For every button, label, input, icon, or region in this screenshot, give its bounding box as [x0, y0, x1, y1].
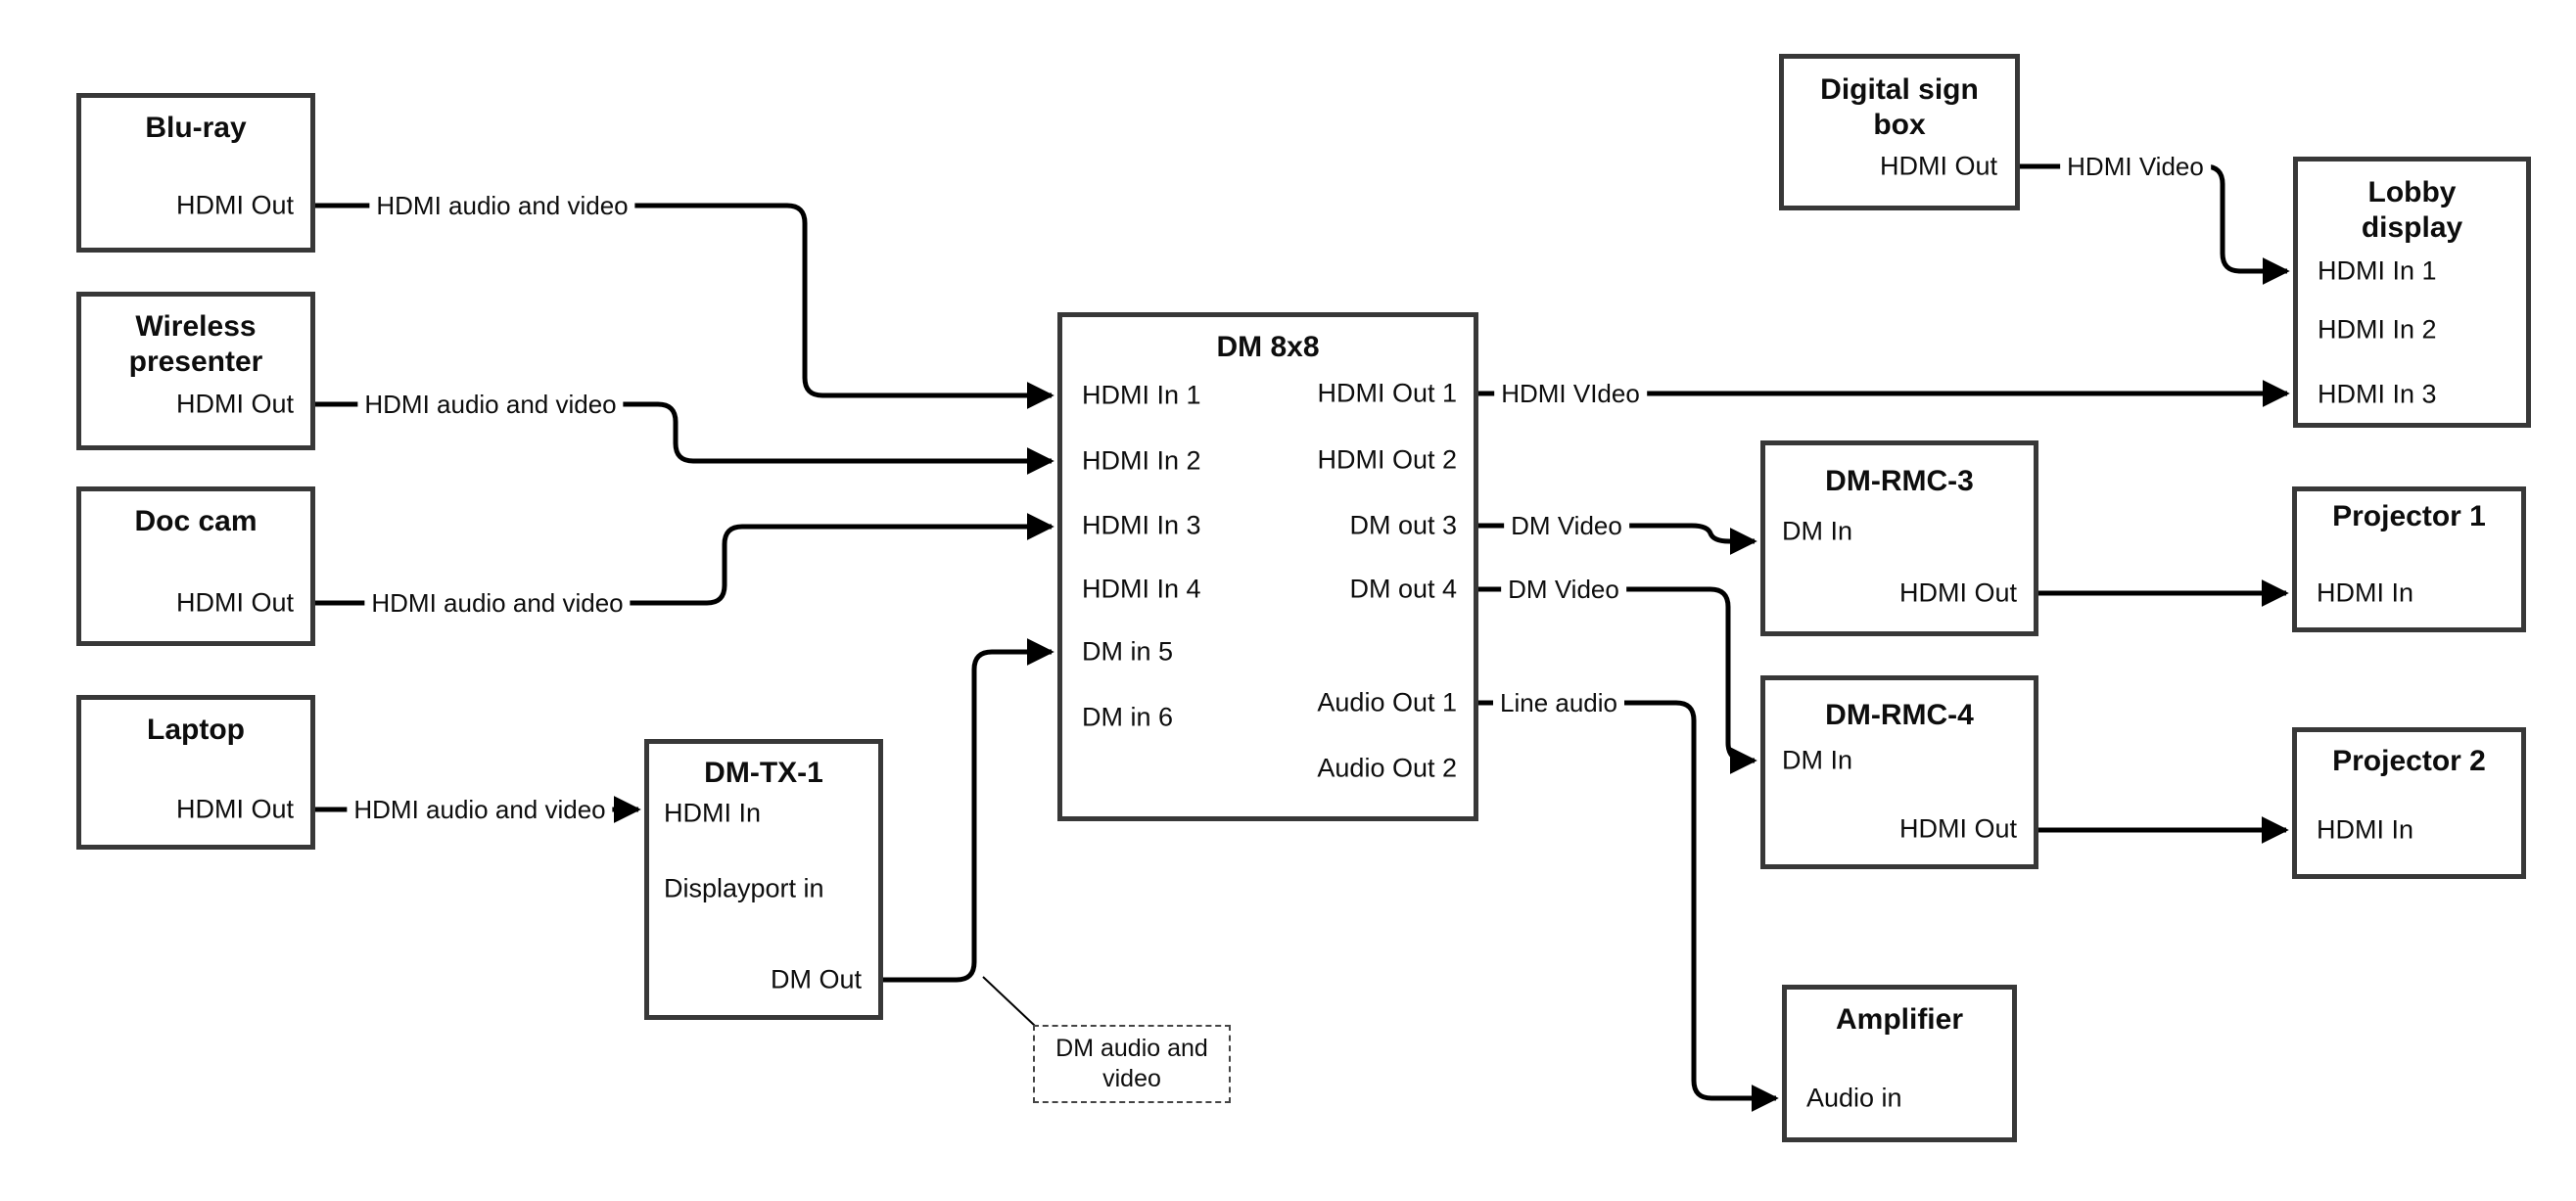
edge-label-bluray: HDMI audio and video: [369, 190, 635, 221]
node-title: DM-TX-1: [704, 757, 823, 789]
port-lobby-hdmi-in-2: HDMI In 2: [2318, 314, 2437, 345]
port-dmtx1-dm-out: DM Out: [770, 964, 862, 994]
node-projector-1: Projector 1 HDMI In: [2292, 486, 2526, 632]
port-dm8x8-hdmi-in-3: HDMI In 3: [1082, 510, 1201, 540]
callout-leader-line: [982, 976, 1036, 1027]
edge-label-wireless: HDMI audio and video: [357, 389, 624, 420]
node-dm-8x8: DM 8x8 HDMI In 1 HDMI In 2 HDMI In 3 HDM…: [1057, 312, 1478, 821]
node-amplifier: Amplifier Audio in: [1782, 985, 2017, 1142]
port-dm8x8-hdmi-out-1: HDMI Out 1: [1317, 378, 1457, 408]
node-dm-rmc-4: DM-RMC-4 DM In HDMI Out: [1760, 675, 2038, 869]
edge-label-digitalsign: HDMI Video: [2060, 151, 2211, 182]
edge-label-audio-out1: Line audio: [1493, 687, 1624, 718]
edge-doccam-to-dm8x8-in3: [315, 513, 1054, 606]
port-dm8x8-audio-out-2: Audio Out 2: [1317, 753, 1457, 783]
port-dm8x8-dm-in-5: DM in 5: [1082, 636, 1174, 667]
callout-text: DM audio and video: [1055, 1035, 1208, 1092]
port-projector1-hdmi-in: HDMI In: [2317, 577, 2414, 608]
node-title: Laptop: [147, 714, 245, 746]
port-wireless-hdmi-out: HDMI Out: [175, 389, 294, 419]
node-title: Projector 2: [2332, 745, 2486, 777]
node-lobby-display: Lobby display HDMI In 1 HDMI In 2 HDMI I…: [2293, 157, 2531, 428]
edge-label-laptop: HDMI audio and video: [347, 794, 613, 825]
port-dmtx1-displayport-in: Displayport in: [664, 873, 824, 903]
port-digitalsign-hdmi-out: HDMI Out: [1879, 151, 1997, 181]
port-dmrmc3-hdmi-out: HDMI Out: [1898, 577, 2017, 608]
edge-label-dm-out4: DM Video: [1501, 574, 1626, 605]
port-dmrmc4-hdmi-out: HDMI Out: [1898, 813, 2017, 844]
edge-wireless-to-dm8x8-in2: [315, 401, 1054, 475]
port-laptop-hdmi-out: HDMI Out: [175, 794, 294, 824]
port-dmrmc4-dm-in: DM In: [1782, 745, 1853, 775]
edge-dm8x8-out4-to-dmrmc4: [1478, 586, 1757, 774]
port-dm8x8-hdmi-in-1: HDMI In 1: [1082, 380, 1201, 410]
port-projector2-hdmi-in: HDMI In: [2317, 814, 2414, 845]
port-dm8x8-hdmi-in-2: HDMI In 2: [1082, 445, 1201, 476]
port-dmrmc3-dm-in: DM In: [1782, 516, 1853, 546]
port-dmtx1-hdmi-in: HDMI In: [664, 798, 762, 828]
port-bluray-hdmi-out: HDMI Out: [175, 190, 294, 220]
port-dm8x8-dm-in-6: DM in 6: [1082, 702, 1174, 732]
port-doccam-hdmi-out: HDMI Out: [175, 587, 294, 618]
node-laptop: Laptop HDMI Out: [76, 695, 315, 850]
port-lobby-hdmi-in-3: HDMI In 3: [2318, 379, 2437, 409]
node-title: Lobby display: [2361, 176, 2463, 244]
port-dm8x8-hdmi-out-2: HDMI Out 2: [1317, 444, 1457, 475]
edge-label-doccam: HDMI audio and video: [364, 587, 631, 619]
node-title: DM 8x8: [1216, 331, 1320, 363]
port-dm8x8-audio-out-1: Audio Out 1: [1317, 687, 1457, 717]
edge-label-hdmi-out1: HDMI VIdeo: [1494, 378, 1647, 409]
node-title: Amplifier: [1835, 1003, 1964, 1036]
edge-bluray-to-dm8x8-in1: [315, 203, 1054, 409]
node-doc-cam: Doc cam HDMI Out: [76, 486, 315, 646]
node-dm-tx-1: DM-TX-1 HDMI In Displayport in DM Out: [644, 739, 883, 1020]
node-title: Projector 1: [2332, 500, 2486, 532]
node-wireless-presenter: Wireless presenter HDMI Out: [76, 292, 315, 450]
node-title: Doc cam: [134, 505, 258, 537]
edge-dm8x8-aout1-to-amplifier: [1478, 700, 1779, 1112]
node-dm-rmc-3: DM-RMC-3 DM In HDMI Out: [1760, 440, 2038, 636]
callout-dm-audio-and-video: DM audio and video: [1033, 1025, 1231, 1103]
edge-dm8x8-out3-to-dmrmc3: [1478, 523, 1757, 555]
node-title: Blu-ray: [145, 112, 247, 144]
node-digital-sign-box: Digital sign box HDMI Out: [1779, 54, 2020, 210]
node-title: Digital sign box: [1820, 73, 1979, 141]
node-title: DM-RMC-3: [1825, 465, 1974, 497]
node-title: DM-RMC-4: [1825, 699, 1974, 731]
port-amplifier-audio-in: Audio in: [1806, 1083, 1902, 1113]
node-bluray: Blu-ray HDMI Out: [76, 93, 315, 253]
port-dm8x8-dm-out-4: DM out 4: [1349, 574, 1457, 604]
node-title: Wireless presenter: [128, 310, 263, 378]
edge-dmtx1-to-dm8x8-in5: [883, 638, 1054, 983]
edge-label-dm-out3: DM Video: [1504, 510, 1629, 541]
edge-digitalsign-to-lobby-in1: [2020, 163, 2290, 285]
node-projector-2: Projector 2 HDMI In: [2292, 727, 2526, 879]
port-dm8x8-dm-out-3: DM out 3: [1349, 510, 1457, 540]
port-lobby-hdmi-in-1: HDMI In 1: [2318, 255, 2437, 286]
port-dm8x8-hdmi-in-4: HDMI In 4: [1082, 574, 1201, 604]
